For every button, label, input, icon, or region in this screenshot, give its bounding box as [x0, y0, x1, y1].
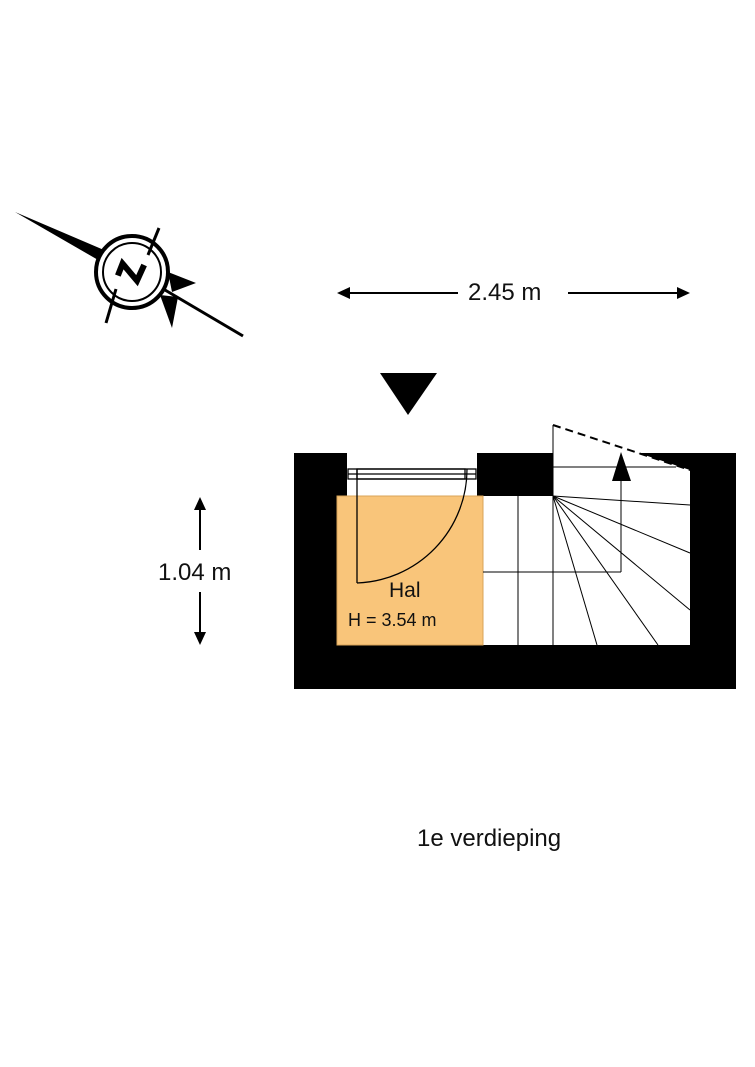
depth-dimension-arrow	[194, 497, 206, 645]
room-name: Hal	[389, 579, 421, 602]
depth-dimension-label: 1.04 m	[158, 559, 232, 586]
staircase	[483, 424, 691, 646]
entrance-marker-icon	[380, 373, 437, 415]
stair-direction-arrow-icon	[612, 452, 631, 481]
north-arrow-icon	[15, 212, 244, 338]
width-dimension-label: 2.45 m	[468, 279, 542, 306]
floor-label: 1e verdieping	[417, 825, 562, 852]
room-height: H = 3.54 m	[348, 610, 437, 630]
door	[347, 468, 477, 584]
room-hal	[336, 495, 484, 646]
width-dimension-arrow	[337, 287, 690, 299]
